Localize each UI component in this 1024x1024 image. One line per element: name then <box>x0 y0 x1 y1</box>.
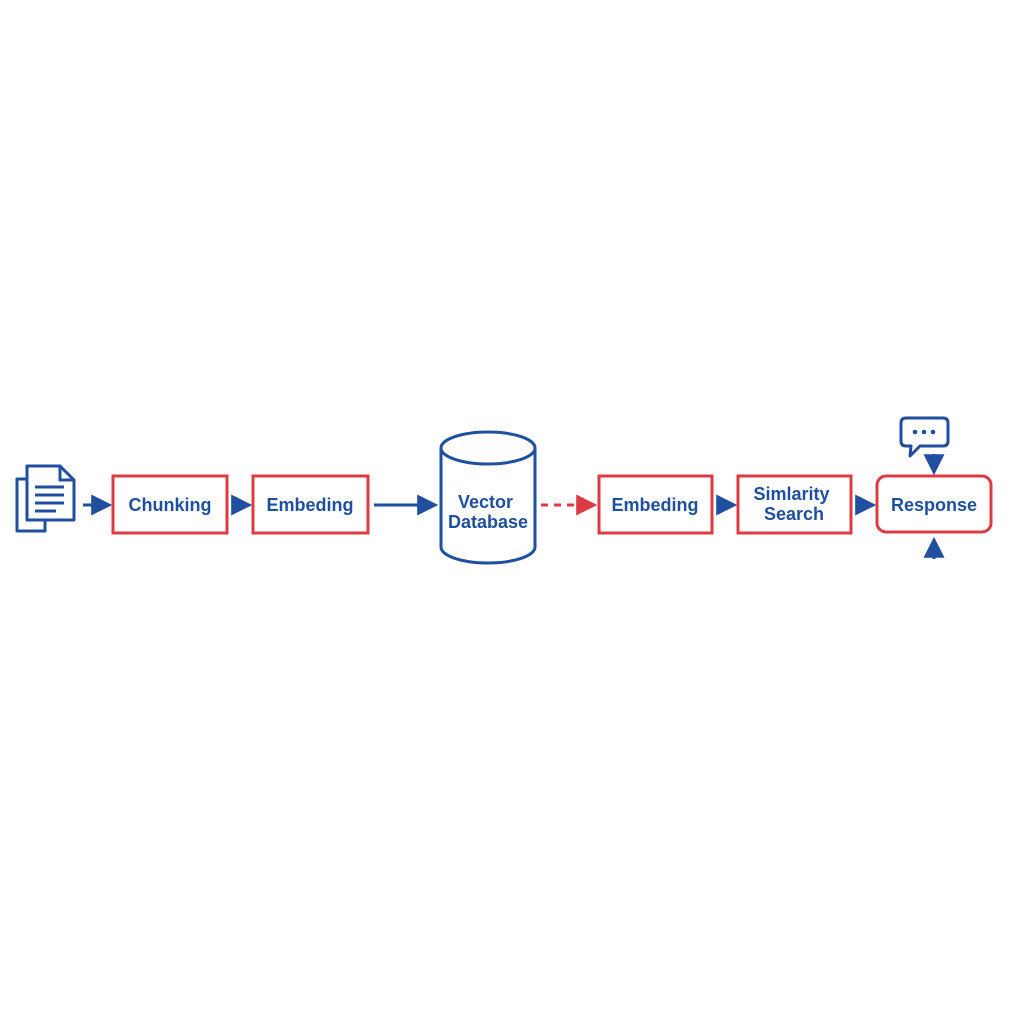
node-chunking-label: Chunking <box>129 495 212 515</box>
node-embedding-query-label: Embeding <box>611 495 698 515</box>
node-response-label: Response <box>891 495 977 515</box>
node-embedding-ingest: Embeding <box>251 474 370 535</box>
node-embedding-ingest-label: Embeding <box>266 495 353 515</box>
chat-bubble-icon <box>899 416 950 458</box>
node-vector-database-label-line1: Vector <box>458 492 513 512</box>
node-embedding-query: Embeding <box>597 474 714 535</box>
documents-icon <box>15 464 76 533</box>
node-chunking: Chunking <box>111 474 229 535</box>
node-vector-database: Vector Database <box>439 430 537 565</box>
node-vector-database-label: Vector Database <box>448 492 528 532</box>
node-similarity-search-label: Simlarity Search <box>753 484 834 524</box>
node-similarity-search-label-line1: Simlarity <box>753 484 829 504</box>
node-similarity-search: Simlarity Search <box>736 474 853 535</box>
node-response: Response <box>875 474 993 534</box>
node-vector-database-label-line2: Database <box>448 512 528 532</box>
edges <box>83 454 945 559</box>
node-similarity-search-label-line2: Search <box>764 504 824 524</box>
